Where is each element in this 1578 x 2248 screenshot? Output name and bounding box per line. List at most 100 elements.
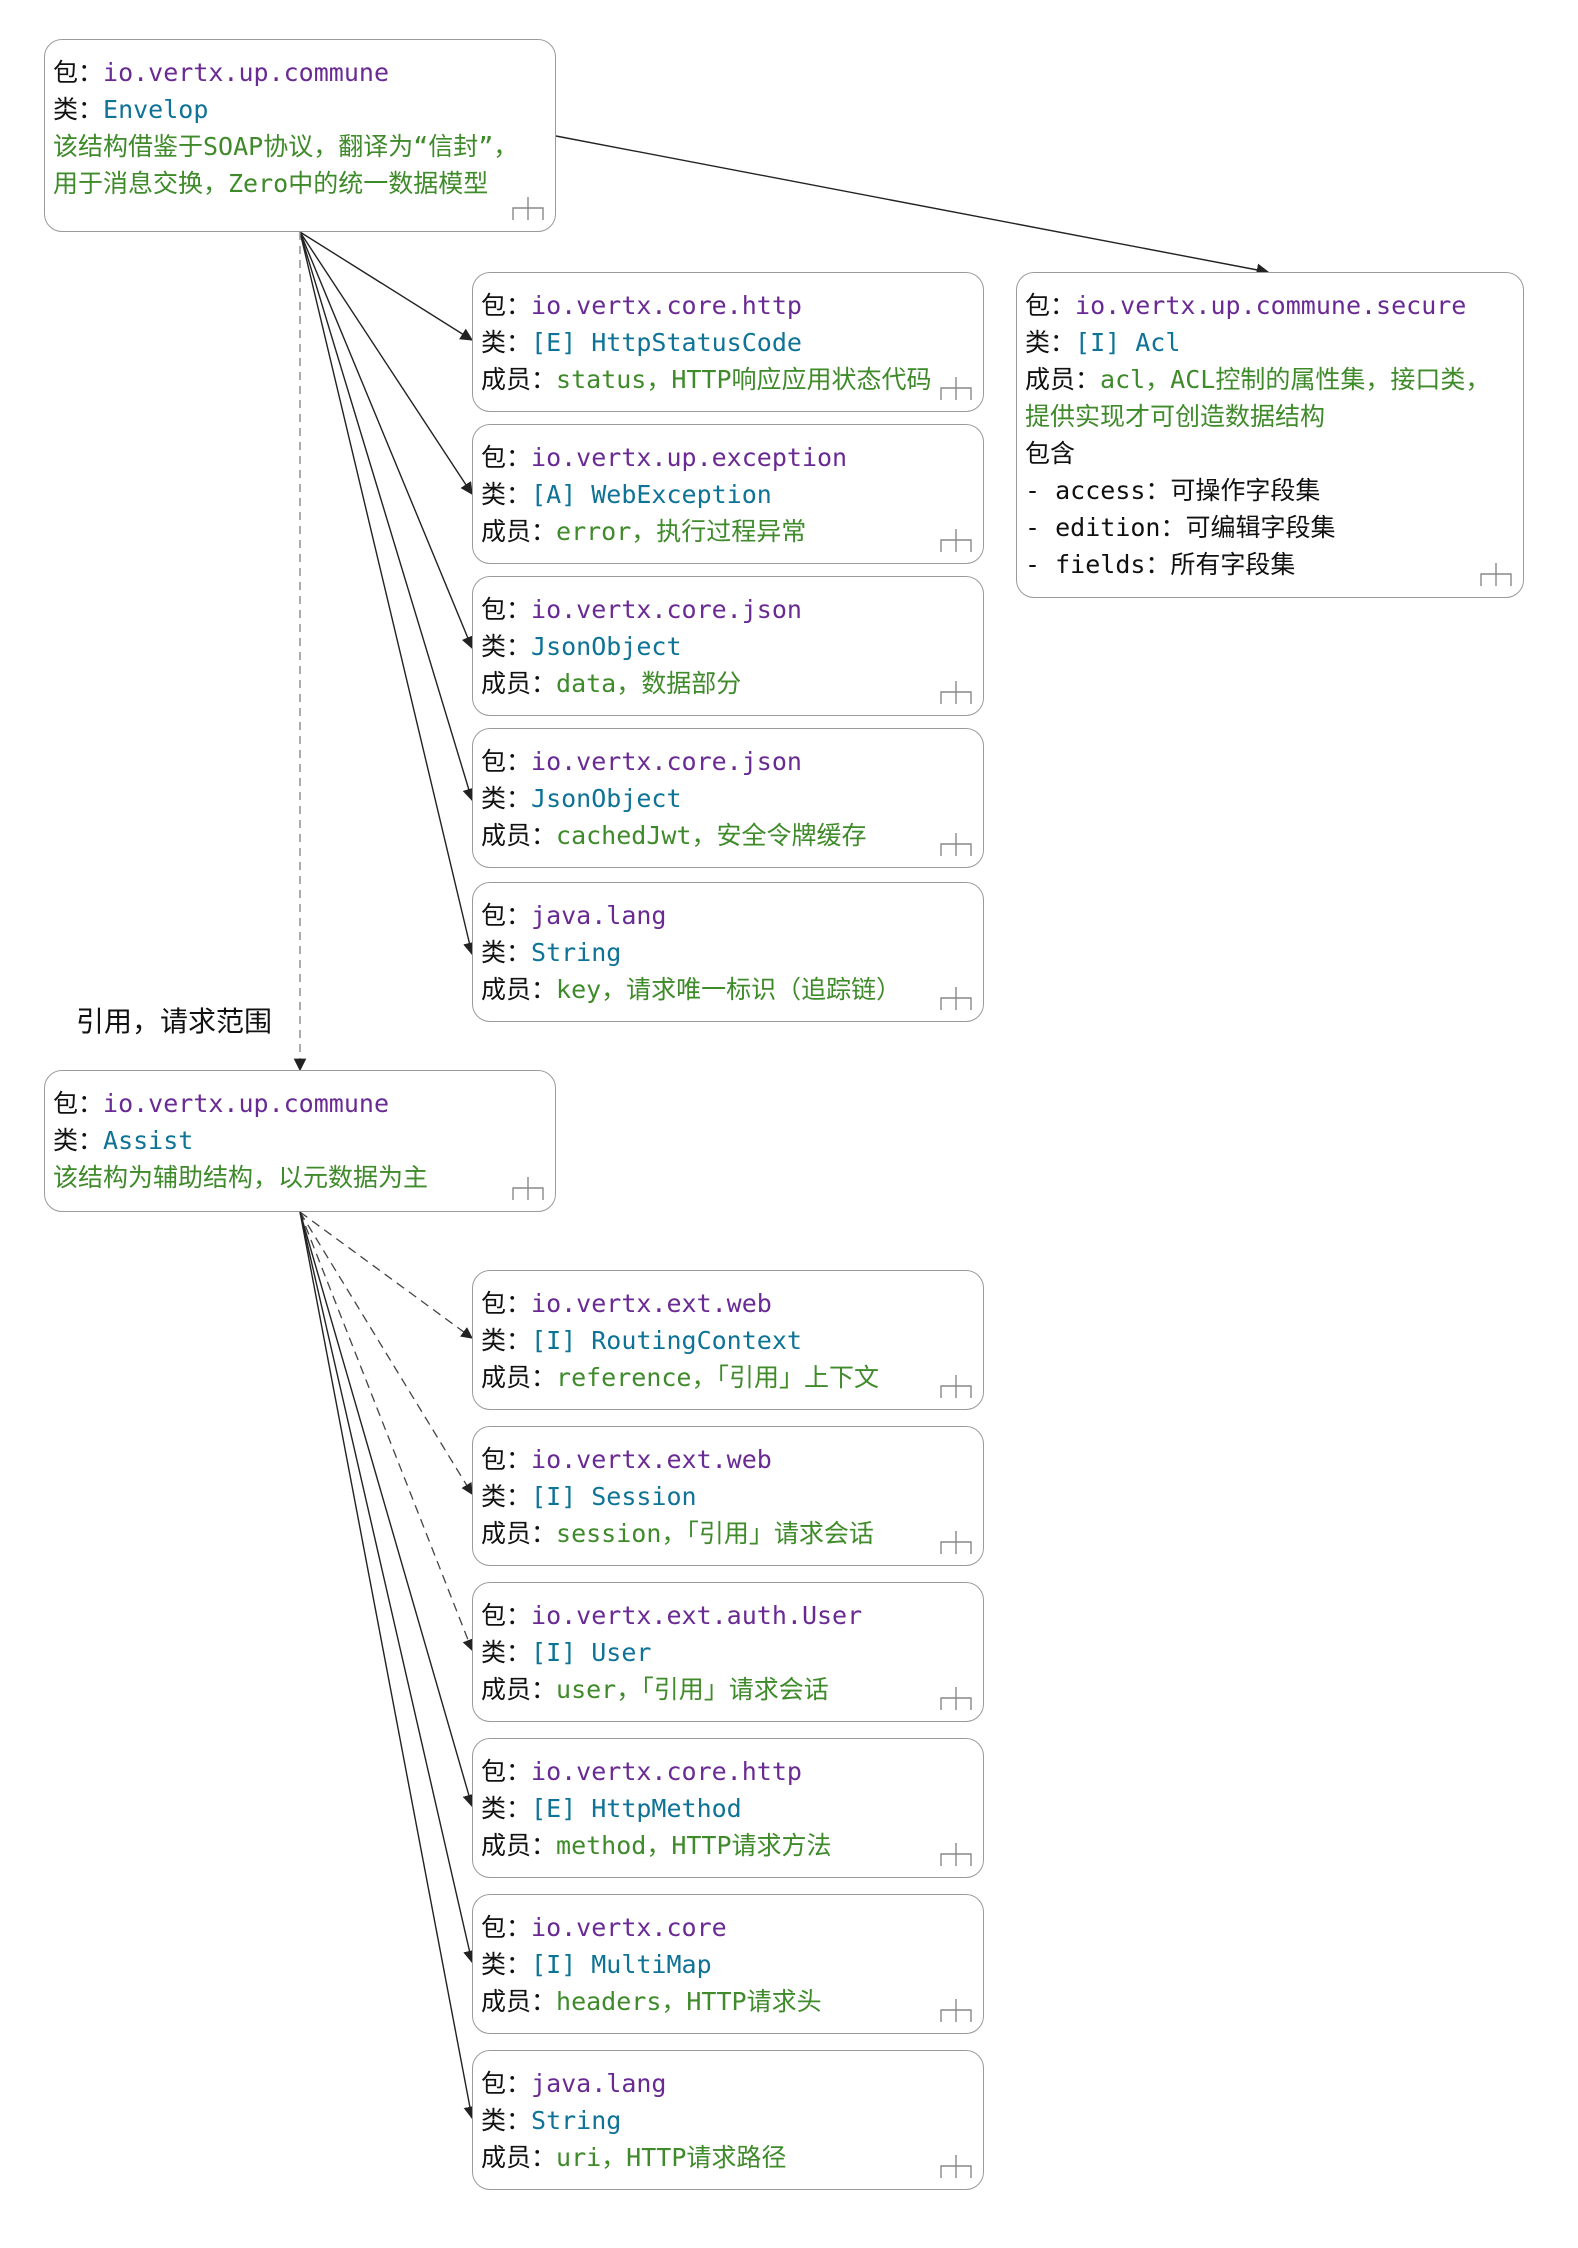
member-description: uri，HTTP请求路径 <box>556 2143 787 2172</box>
node-member-headers[interactable]: 包：io.vertx.core 类：[I] MultiMap 成员：header… <box>472 1894 984 2034</box>
member-description: user，「引用」请求会话 <box>556 1675 829 1704</box>
mindmap-icon[interactable] <box>511 195 545 221</box>
class-name: Assist <box>103 1126 194 1155</box>
package-key: 包： <box>481 1913 532 1942</box>
package-name: java.lang <box>531 901 667 930</box>
class-name: [I] RoutingContext <box>531 1326 802 1355</box>
node-member-error[interactable]: 包：io.vertx.up.exception 类：[A] WebExcepti… <box>472 424 984 564</box>
class-name: JsonObject <box>531 784 682 813</box>
edge-assist-uri <box>299 1211 477 2120</box>
package-name: io.vertx.ext.web <box>531 1445 772 1474</box>
member-key: 成员： <box>1025 365 1101 394</box>
package-key: 包： <box>53 1089 104 1118</box>
node-member-user[interactable]: 包：io.vertx.ext.auth.User 类：[I] User 成员：u… <box>472 1582 984 1722</box>
package-name: io.vertx.core.http <box>531 1757 802 1786</box>
mindmap-icon[interactable] <box>511 1175 545 1201</box>
node-envelop[interactable]: 包：io.vertx.up.commune 类：Envelop 该结构借鉴于SO… <box>44 39 556 232</box>
node-member-uri[interactable]: 包：java.lang 类：String 成员：uri，HTTP请求路径 <box>472 2050 984 2190</box>
acl-item-desc: ：所有字段集 <box>1145 550 1296 579</box>
member-key: 成员： <box>481 1675 557 1704</box>
class-name: JsonObject <box>531 632 682 661</box>
member-description: reference，「引用」上下文 <box>556 1363 879 1392</box>
member-key: 成员： <box>481 1987 557 2016</box>
member-description: error，执行过程异常 <box>556 517 807 546</box>
class-key: 类： <box>1025 328 1076 357</box>
node-member-session[interactable]: 包：io.vertx.ext.web 类：[I] Session 成员：sess… <box>472 1426 984 1566</box>
node-assist[interactable]: 包：io.vertx.up.commune 类：Assist 该结构为辅助结构，… <box>44 1070 556 1212</box>
bullet: - <box>1025 513 1056 542</box>
mindmap-icon[interactable] <box>1479 561 1513 587</box>
mindmap-icon[interactable] <box>939 2153 973 2179</box>
package-key: 包： <box>481 1601 532 1630</box>
package-key: 包： <box>481 1757 532 1786</box>
package-name: io.vertx.core <box>531 1913 727 1942</box>
acl-item-name: fields <box>1055 550 1146 579</box>
mindmap-icon[interactable] <box>939 831 973 857</box>
member-description: session，「引用」请求会话 <box>556 1519 874 1548</box>
member-key: 成员： <box>481 975 557 1004</box>
class-key: 类： <box>53 1126 104 1155</box>
member-description: cachedJwt，安全令牌缓存 <box>556 821 867 850</box>
class-name: String <box>531 938 622 967</box>
node-member-data[interactable]: 包：io.vertx.core.json 类：JsonObject 成员：dat… <box>472 576 984 716</box>
package-name: io.vertx.ext.auth.User <box>531 1601 863 1630</box>
node-member-status[interactable]: 包：io.vertx.core.http 类：[E] HttpStatusCod… <box>472 272 984 412</box>
package-key: 包： <box>481 1289 532 1318</box>
edge-envelop-status <box>299 231 474 341</box>
mindmap-icon[interactable] <box>939 375 973 401</box>
package-name: io.vertx.ext.web <box>531 1289 772 1318</box>
member-description: method，HTTP请求方法 <box>556 1831 832 1860</box>
member-description: status，HTTP响应应用状态代码 <box>556 365 932 394</box>
edge-assist-reference <box>299 1211 473 1339</box>
acl-item-desc: ：可操作字段集 <box>1145 476 1321 505</box>
class-key: 类： <box>481 328 532 357</box>
member-key: 成员： <box>481 1363 557 1392</box>
class-name: [I] Session <box>531 1482 697 1511</box>
edge-assist-method <box>299 1211 475 1808</box>
package-name: io.vertx.core.json <box>531 747 802 776</box>
package-name: io.vertx.up.exception <box>531 443 848 472</box>
node-member-key[interactable]: 包：java.lang 类：String 成员：key，请求唯一标识（追踪链） <box>472 882 984 1022</box>
package-name: io.vertx.up.commune <box>103 1089 389 1118</box>
acl-item-desc: ：可编辑字段集 <box>1160 513 1336 542</box>
mindmap-icon[interactable] <box>939 679 973 705</box>
class-key: 类： <box>481 938 532 967</box>
package-key: 包： <box>481 595 532 624</box>
node-member-reference[interactable]: 包：io.vertx.ext.web 类：[I] RoutingContext … <box>472 1270 984 1410</box>
class-name: [I] Acl <box>1075 328 1181 357</box>
edge-envelop-error <box>299 231 473 496</box>
mindmap-icon[interactable] <box>939 1685 973 1711</box>
member-description: key，请求唯一标识（追踪链） <box>556 975 902 1004</box>
package-name: io.vertx.core.http <box>531 291 802 320</box>
mindmap-icon[interactable] <box>939 1529 973 1555</box>
mindmap-icon[interactable] <box>939 985 973 1011</box>
mindmap-icon[interactable] <box>939 527 973 553</box>
description-line-1: 该结构借鉴于SOAP协议，翻译为“信封”， <box>53 132 519 161</box>
package-key: 包： <box>481 2069 532 2098</box>
node-member-cachedjwt[interactable]: 包：io.vertx.core.json 类：JsonObject 成员：cac… <box>472 728 984 868</box>
mindmap-icon[interactable] <box>939 1997 973 2023</box>
class-name: [I] MultiMap <box>531 1950 712 1979</box>
member-description: headers，HTTP请求头 <box>556 1987 822 2016</box>
class-key: 类： <box>481 1950 532 1979</box>
acl-item-name: edition <box>1055 513 1161 542</box>
description-line-2: 用于消息交换，Zero中的统一数据模型 <box>53 169 489 198</box>
edge-assist-session <box>299 1211 473 1495</box>
bullet: - <box>1025 550 1056 579</box>
package-key: 包： <box>53 58 104 87</box>
node-acl[interactable]: 包：io.vertx.up.commune.secure 类：[I] Acl 成… <box>1016 272 1524 598</box>
edge-envelop-key <box>299 231 476 956</box>
class-key: 类： <box>481 1638 532 1667</box>
package-name: io.vertx.core.json <box>531 595 802 624</box>
package-key: 包： <box>481 1445 532 1474</box>
mindmap-icon[interactable] <box>939 1841 973 1867</box>
member-key: 成员： <box>481 1831 557 1860</box>
class-key: 类： <box>481 1326 532 1355</box>
acl-item-edition: - edition：可编辑字段集 <box>1025 509 1523 546</box>
mindmap-icon[interactable] <box>939 1373 973 1399</box>
edge-label-reference-scope: 引用，请求范围 <box>76 1005 273 1038</box>
edge-assist-headers <box>299 1211 476 1964</box>
node-member-method[interactable]: 包：io.vertx.core.http 类：[E] HttpMethod 成员… <box>472 1738 984 1878</box>
edge-envelop-data <box>299 231 474 650</box>
